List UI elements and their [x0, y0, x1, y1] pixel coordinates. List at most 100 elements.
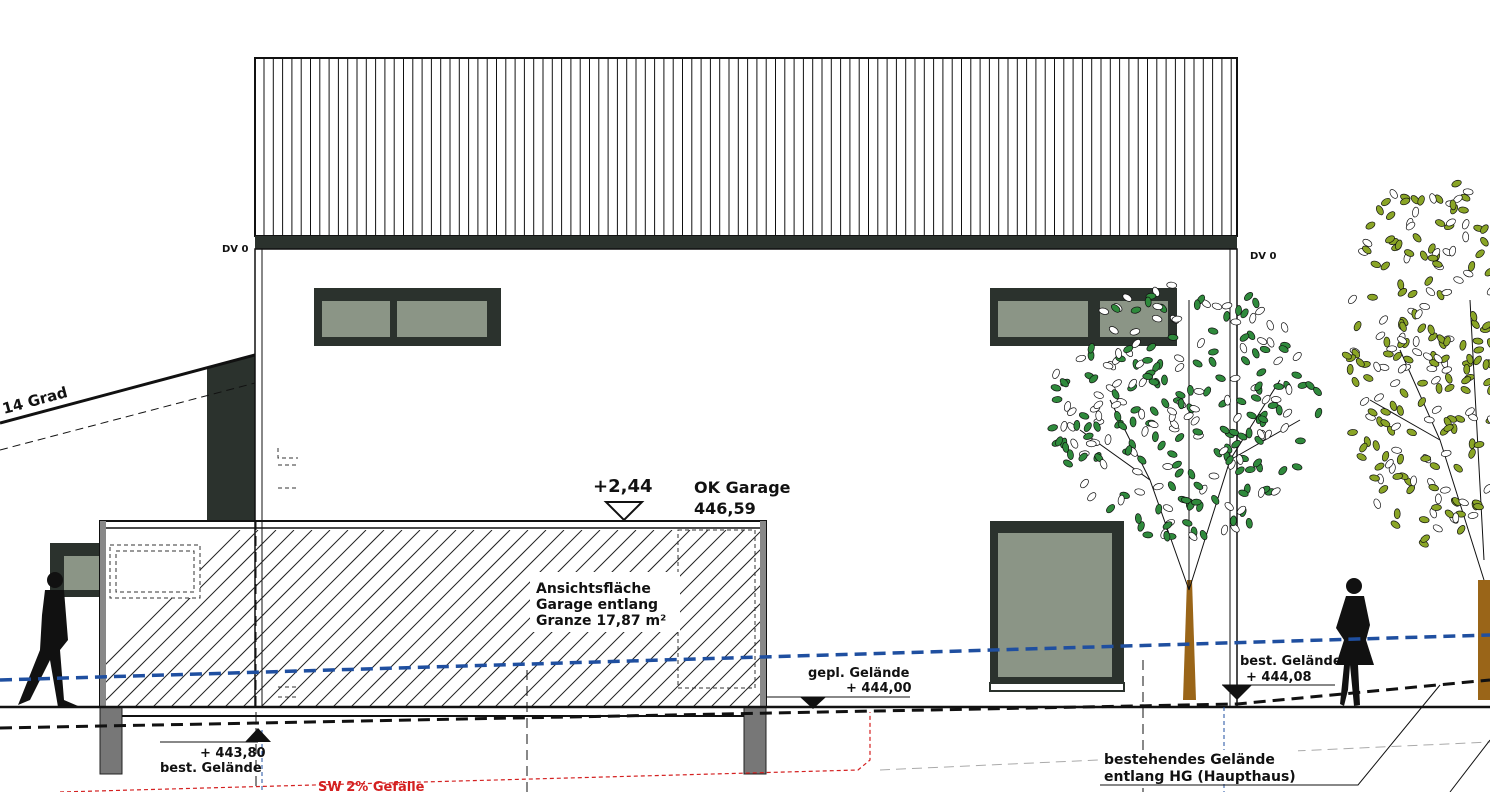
leaf [1230, 515, 1237, 527]
leaf [1452, 512, 1460, 524]
leaf [1449, 199, 1457, 211]
leaf [1435, 219, 1446, 227]
leaf [1280, 423, 1289, 433]
leaf [1235, 305, 1242, 316]
leaf [1291, 463, 1303, 471]
area-label-line1: Ansichtsfläche [536, 581, 651, 597]
leaf [1458, 498, 1469, 507]
leaf [1369, 474, 1380, 482]
leaf [1403, 355, 1414, 364]
leaf [1171, 460, 1182, 469]
leaf [1245, 427, 1253, 439]
leaf [1449, 245, 1457, 257]
leaf [1191, 498, 1202, 506]
leaf [1220, 524, 1229, 536]
leaf [1066, 449, 1074, 460]
leaf [1441, 366, 1453, 374]
leaf [1208, 472, 1220, 480]
leaf [1219, 425, 1230, 434]
leaf [1370, 260, 1381, 269]
hatch-line [102, 530, 241, 669]
leaf [1148, 420, 1159, 428]
leaf [1231, 440, 1241, 449]
leaf [1167, 450, 1178, 458]
existing-hg-label: bestehendes Gelände entlang HG (Haupthau… [1100, 684, 1490, 792]
leaf [1395, 239, 1403, 250]
leaf [1475, 249, 1485, 259]
leaf [1424, 416, 1435, 424]
leaf [1110, 401, 1122, 409]
leaf [1367, 293, 1378, 301]
leaf [1487, 384, 1490, 395]
leaf [1482, 321, 1490, 330]
leaf [1374, 462, 1385, 471]
leaf [1211, 494, 1220, 505]
leaf [1390, 520, 1401, 529]
leaf [1259, 345, 1271, 354]
leaf [1458, 206, 1469, 214]
leaf [1393, 351, 1402, 361]
leaf [1419, 303, 1431, 310]
planned-terrain-line [0, 633, 1490, 682]
leaf [1472, 337, 1484, 345]
leaf [1483, 378, 1490, 387]
leaf [1420, 534, 1430, 543]
leaf [1080, 478, 1089, 489]
leaf [1203, 386, 1212, 397]
leaf [1456, 525, 1466, 535]
leaf [1412, 233, 1422, 243]
leaf [1473, 503, 1484, 511]
leaf [1461, 376, 1472, 385]
leaf [1273, 356, 1283, 366]
tree-olive [1341, 179, 1490, 700]
leaf [1385, 235, 1395, 244]
leaf [1193, 299, 1201, 311]
leaf [1252, 348, 1260, 359]
leaf [1257, 337, 1268, 345]
leaf [1400, 197, 1411, 206]
leaf [1177, 398, 1185, 410]
leaf [1161, 374, 1168, 386]
leaf [1375, 205, 1384, 216]
leaf [1193, 388, 1205, 395]
axis-lines [255, 520, 1144, 792]
leaf [1245, 517, 1253, 529]
leaf [1258, 415, 1269, 424]
leaf [1356, 453, 1367, 461]
leaf [1266, 320, 1274, 331]
leaf [1117, 494, 1125, 506]
leaf [1428, 484, 1439, 492]
hatch-line [279, 530, 457, 706]
leaf [1359, 397, 1370, 406]
leaf [1267, 402, 1279, 409]
leaf [1441, 288, 1453, 296]
leaf [1254, 381, 1263, 391]
leaf [1431, 504, 1442, 511]
leaf [1431, 405, 1442, 414]
leaf [1174, 363, 1185, 372]
leaf [1085, 440, 1097, 448]
leaf [1473, 346, 1485, 354]
leaf [1355, 358, 1365, 368]
leaf [1152, 431, 1159, 443]
leaf [1292, 352, 1302, 361]
leaf [1225, 455, 1234, 466]
leaf [1410, 475, 1417, 487]
leaf [1362, 245, 1372, 255]
leaf [1412, 348, 1423, 356]
leaf [1106, 504, 1115, 514]
hatch-line [369, 530, 547, 706]
leaf [1137, 521, 1145, 532]
leaf [1459, 340, 1467, 351]
leaf [1431, 376, 1441, 385]
person-standing-right [1336, 578, 1374, 706]
leaf [1462, 231, 1470, 243]
leaf [1221, 302, 1233, 310]
leaf [1362, 238, 1373, 247]
leaf [1070, 438, 1079, 449]
leaf [1144, 296, 1152, 308]
leaf [1280, 322, 1289, 333]
planned-terrain-label: gepl. Gelände [808, 666, 910, 681]
leaf [1399, 388, 1409, 398]
leaf [1440, 486, 1451, 494]
